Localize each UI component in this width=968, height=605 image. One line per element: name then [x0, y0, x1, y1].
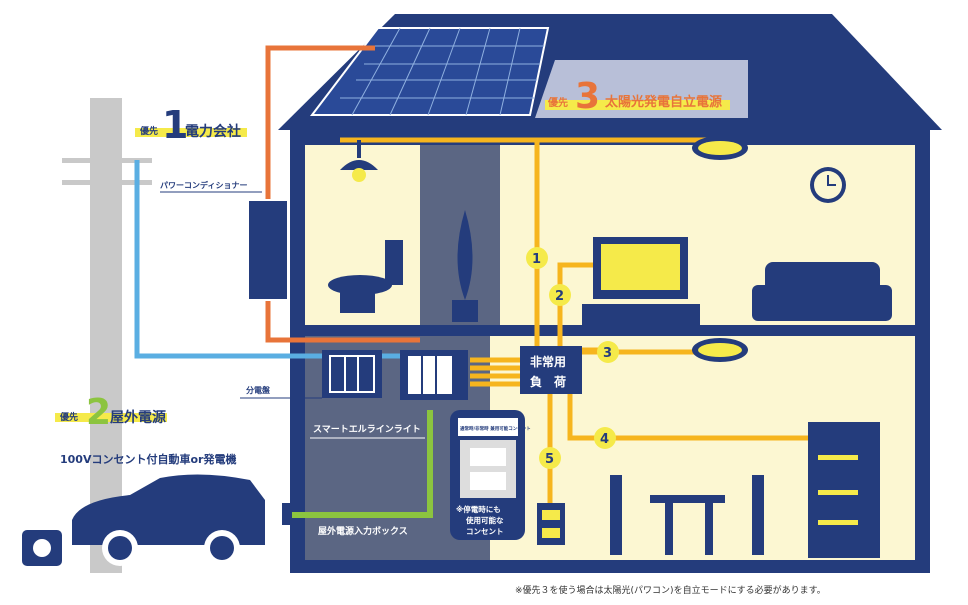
footnote: ※優先３を使う場合は太陽光(パワコン)を自立モードにする必要があります。	[515, 584, 826, 596]
distribution-board	[322, 350, 382, 398]
circuit-3: 3	[603, 346, 612, 361]
utility-pole	[62, 98, 152, 573]
outlet-sign: 通常時/非常時 兼用可能コンセント	[460, 425, 531, 432]
priority1-text: 電力会社	[185, 123, 241, 140]
outlet-callout: 通常時/非常時 兼用可能コンセント ※停電時にも 使用可能な コンセント	[450, 410, 565, 545]
outdoor-wire	[292, 410, 433, 518]
vehicle-label: 100Vコンセント付自動車or発電機	[60, 452, 236, 466]
plant-icon	[452, 210, 478, 322]
wall-outlet-icon	[537, 503, 565, 545]
emergency-load-label-2: 負 荷	[530, 374, 566, 389]
priority3-label: 太陽光発電自立電源	[604, 94, 722, 110]
circuit-1: 1	[532, 252, 541, 267]
priority3-number: 3	[575, 76, 600, 117]
refrigerator-icon	[808, 422, 880, 558]
clock-icon	[810, 167, 846, 203]
priority2-prefix: 優先	[59, 411, 78, 423]
power-conditioner	[247, 199, 289, 301]
car-icon	[72, 474, 265, 566]
outdoor-input-box	[282, 503, 292, 525]
priority3-prefix: 優先	[547, 96, 568, 109]
tv-icon	[582, 237, 700, 326]
power-conditioner-label: パワーコンディショナー	[160, 180, 247, 190]
toilet-icon	[328, 240, 403, 313]
ceiling-light-icon	[692, 136, 748, 160]
emergency-load-box: 非常用 負 荷	[520, 346, 582, 394]
priority1-prefix: 優先	[139, 125, 158, 137]
smart-eline-light-label: スマートエルラインライト	[313, 424, 421, 435]
solar-panel	[309, 27, 550, 116]
ceiling-light-icon-2	[692, 338, 748, 362]
outlet-note-2: 使用可能な	[465, 515, 504, 525]
sofa-icon	[752, 262, 892, 321]
outdoor-input-box-label: 屋外電源入力ボックス	[318, 525, 408, 537]
circuit-5: 5	[545, 452, 554, 467]
generator-icon	[22, 530, 62, 566]
smart-eline-light	[400, 350, 468, 400]
priority1-label: 優先 1 電力会社	[135, 103, 247, 147]
utility-wire	[134, 160, 400, 359]
priority2-number: 2	[86, 392, 111, 433]
priority1-number: 1	[162, 103, 188, 147]
outlet-note-1: ※停電時にも	[456, 504, 501, 514]
priority2-label: 優先 2 屋外電源	[55, 392, 167, 433]
priority2-text: 屋外電源	[110, 409, 166, 426]
solar-to-board-wire	[265, 300, 420, 343]
pendant-lamp-icon	[340, 140, 378, 182]
circuit-badges: 1 2 3 4 5	[526, 247, 619, 469]
priority3-banner: 優先 3 太陽光発電自立電源	[535, 60, 748, 118]
distribution-board-label: 分電盤	[246, 385, 271, 395]
solar-wire	[265, 45, 375, 200]
emergency-load-label-1: 非常用	[530, 354, 566, 369]
outlet-note-3: コンセント	[466, 527, 504, 536]
table-chairs-icon	[610, 475, 764, 555]
circuit-2: 2	[555, 289, 564, 304]
circuit-4: 4	[600, 432, 609, 447]
